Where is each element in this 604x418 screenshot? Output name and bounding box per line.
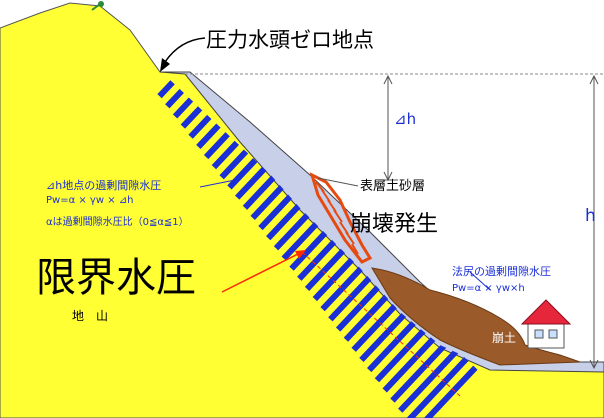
- toe-pressure-title: 法尻の過剰間隙水圧: [452, 265, 551, 278]
- surface-sand-layer-label: 表層土砂層: [360, 179, 426, 194]
- pressure-bar: [382, 331, 441, 393]
- pressure-bar: [203, 132, 230, 160]
- pressure-bar: [390, 339, 451, 403]
- pressure-bar: [250, 184, 285, 220]
- pressure-bar: [180, 106, 203, 129]
- pressure-bar: [374, 322, 432, 383]
- surface-layer-band: [159, 71, 604, 373]
- pressure-bar: [351, 296, 405, 352]
- pressure-bar: [366, 313, 423, 373]
- delta-h-arrow-top: [383, 74, 393, 85]
- pressure-bar: [304, 244, 350, 291]
- h-arrow-bottom: [589, 359, 599, 370]
- pressure-bar: [172, 97, 194, 119]
- pressure-bar: [273, 209, 313, 251]
- pressure-bar: [188, 114, 212, 139]
- h-arrow-top: [589, 74, 599, 85]
- house-window: [534, 329, 544, 339]
- house-wall: [527, 321, 565, 349]
- alpha-note: αは過剰間隙水圧比（0≦α≦1）: [46, 217, 189, 228]
- critical-pressure-arrow: [221, 251, 303, 293]
- pressure-bar: [328, 270, 377, 322]
- pressure-bar: [266, 201, 304, 241]
- zero-point-pointer: [164, 37, 206, 63]
- pressure-bar: [413, 365, 478, 418]
- pressure-bar: [281, 218, 322, 261]
- pressure-bar: [227, 158, 258, 190]
- collapse-occurs-label: 崩壊発生: [350, 212, 439, 237]
- excess-pressure-title: ⊿h地点の過剰間隙水圧: [46, 179, 162, 192]
- pressure-bar: [297, 235, 340, 281]
- pressure-bar: [234, 166, 267, 200]
- pressure-bar: [165, 88, 184, 109]
- pressure-bar: [359, 305, 414, 363]
- excess-pressure-leader: [199, 179, 236, 188]
- pressure-bar: [258, 192, 295, 231]
- pressure-bar: [219, 149, 249, 180]
- pressure-bar: [211, 140, 240, 170]
- pressure-bars: [157, 80, 478, 418]
- toe-pressure-formula: Pw=α × γw×h: [452, 283, 525, 294]
- h-label: h: [585, 206, 596, 226]
- critical-pressure-arrowhead: [295, 250, 306, 259]
- critical-pressure-dashed: [301, 251, 461, 397]
- pressure-bar: [196, 123, 221, 149]
- collapse-zone-hatch: [315, 181, 359, 255]
- pressure-bar: [398, 348, 460, 413]
- collapse-zone: [309, 172, 373, 264]
- house-roof: [520, 299, 572, 325]
- delta-h-label: ⊿h: [394, 110, 417, 128]
- excess-pressure-formula: Pw=α × γw × ⊿h: [46, 195, 134, 206]
- pressure-bar: [157, 80, 175, 99]
- house-window: [548, 329, 558, 339]
- zero-point-arrowhead: [160, 58, 170, 72]
- house: [520, 299, 572, 349]
- debris-label: 崩土: [492, 331, 517, 345]
- critical-water-pressure-label: 限界水圧: [36, 255, 196, 301]
- pressure-bar: [289, 227, 331, 271]
- pressure-bar: [343, 287, 396, 342]
- zero-pressure-point-label: 圧力水頭ゼロ地点: [206, 28, 374, 52]
- pressure-bar: [312, 253, 359, 302]
- tree-icon: [91, 1, 104, 11]
- pressure-bar: [405, 356, 469, 418]
- ground-label: 地 山: [72, 309, 109, 323]
- sand-layer-leader: [317, 177, 359, 187]
- toe-pressure-leader: [469, 271, 491, 291]
- pressure-bar: [242, 175, 276, 210]
- pressure-bar: [320, 261, 368, 312]
